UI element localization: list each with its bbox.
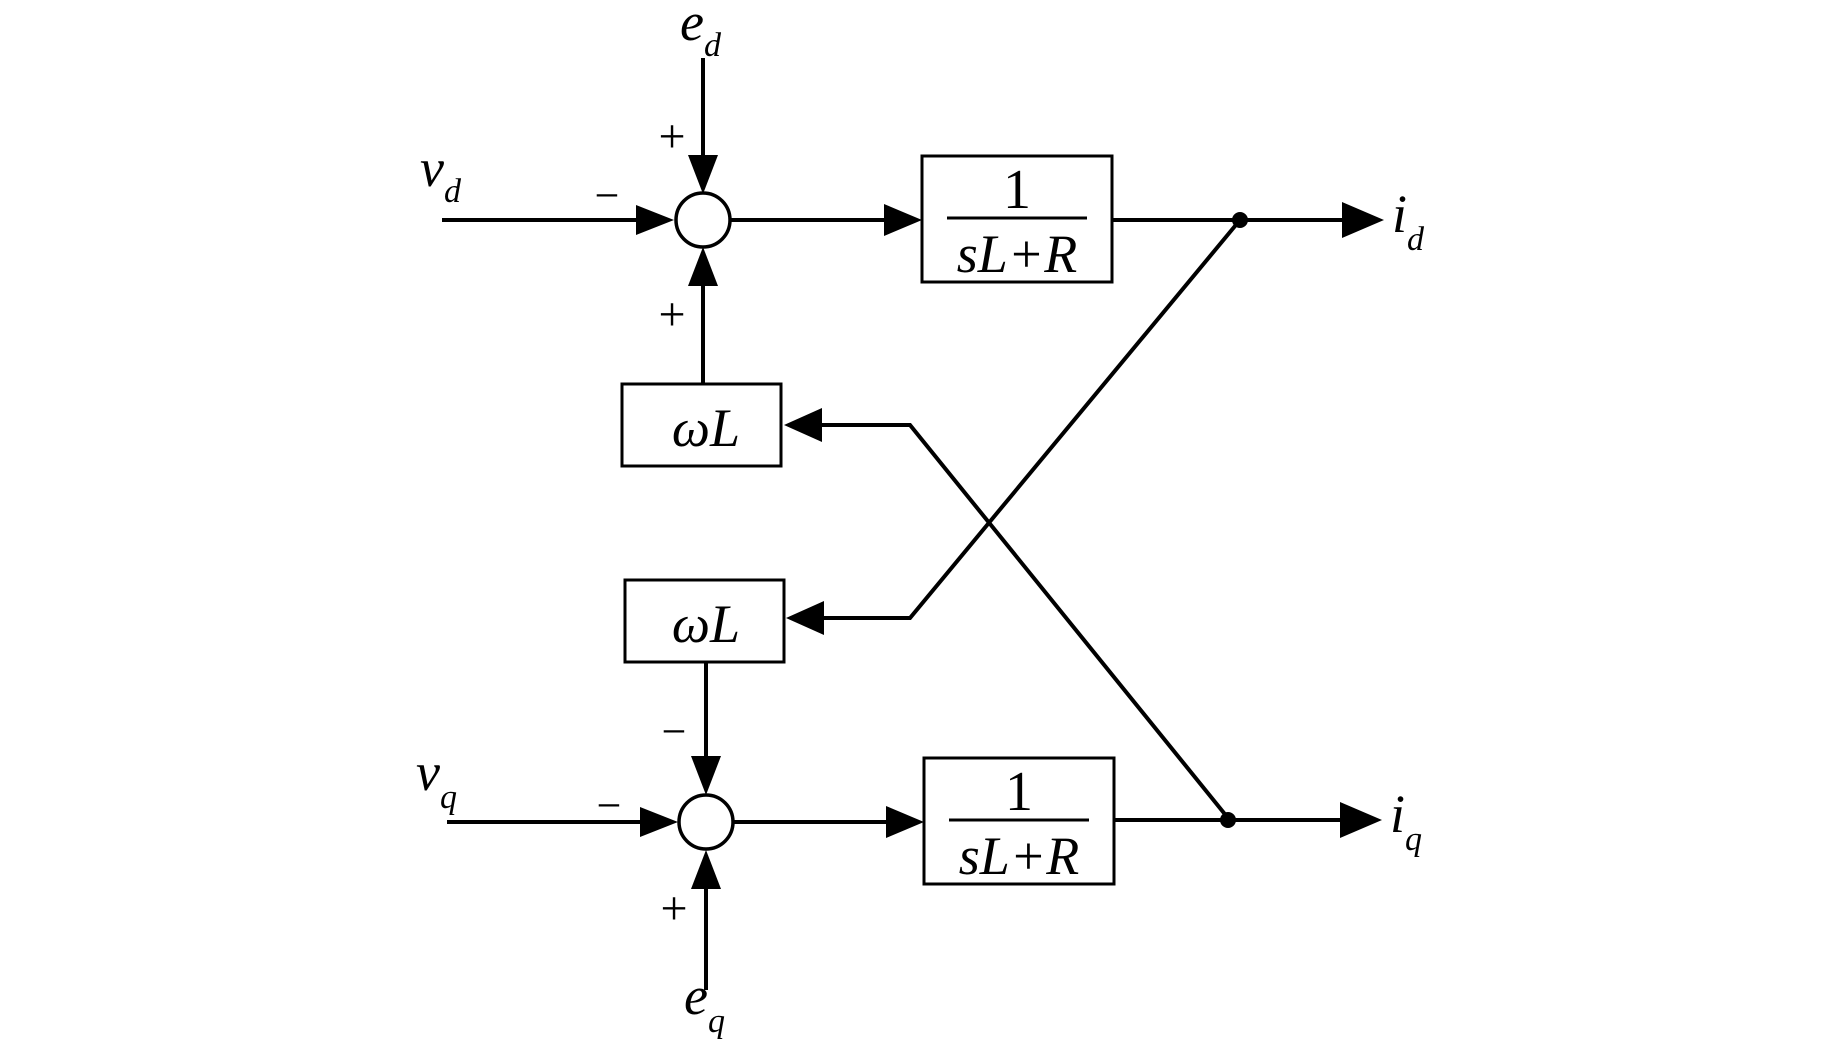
ed-label: ed	[680, 0, 722, 64]
sign-vq-minus: −	[597, 781, 622, 830]
id-to-wl-q-feedback-wire	[822, 218, 1242, 620]
iq-label: iq	[1390, 784, 1422, 858]
iq-arrowhead	[1340, 802, 1382, 838]
tf-q-numerator: 1	[1005, 761, 1033, 823]
tf-q-denominator: sL+R	[959, 826, 1079, 886]
wl-bottom-arrowhead	[691, 756, 721, 795]
iq-to-wl-d-feedback-wire	[820, 423, 1230, 820]
sign-vd-minus: −	[595, 171, 620, 220]
sign-wl-d-plus: +	[658, 288, 685, 341]
summing-junction-d	[674, 191, 732, 249]
id-arrowhead	[1342, 202, 1384, 238]
wl-top-arrowhead	[688, 247, 718, 286]
summing-junction-q	[677, 793, 735, 851]
eq-arrowhead	[691, 850, 721, 889]
sign-eq-plus: +	[660, 882, 687, 935]
tf-d-numerator: 1	[1003, 159, 1031, 221]
id-label: id	[1392, 184, 1425, 258]
wl-q-input-arrowhead	[786, 601, 824, 635]
vd-arrowhead	[636, 205, 674, 235]
vq-label: vq	[416, 742, 457, 816]
sign-ed-plus: +	[658, 110, 685, 163]
iq-branch-point	[1220, 812, 1236, 828]
tf-bottom-input-arrowhead	[886, 806, 924, 838]
vd-label: vd	[420, 138, 462, 210]
sign-wl-q-minus: −	[662, 707, 687, 756]
tf-d-denominator: sL+R	[957, 224, 1077, 284]
wl-block-d-label: ωL	[672, 398, 740, 458]
wl-block-q-label: ωL	[672, 594, 740, 654]
wl-block-d	[620, 382, 783, 468]
wl-d-input-arrowhead	[784, 408, 822, 442]
vq-arrowhead	[640, 807, 678, 837]
ed-arrowhead	[688, 155, 718, 194]
eq-label: eq	[684, 966, 725, 1040]
tf-top-input-arrowhead	[884, 204, 922, 236]
